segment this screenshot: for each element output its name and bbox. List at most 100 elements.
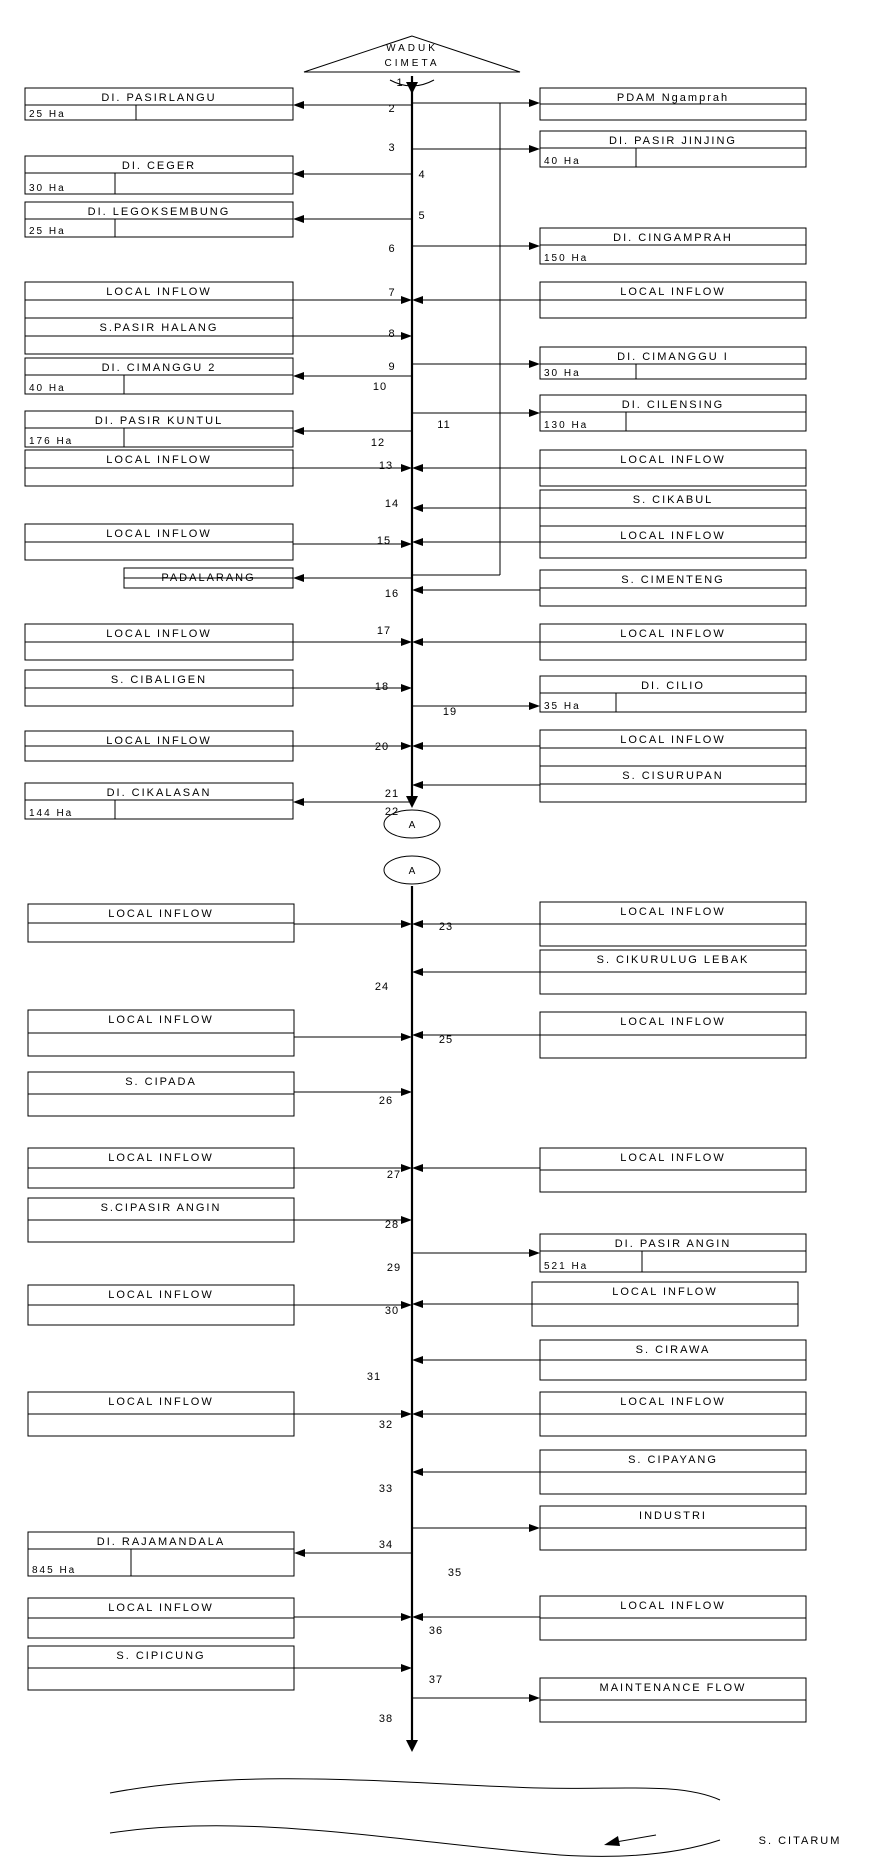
box-label: MAINTENANCE FLOW xyxy=(600,1682,747,1694)
box-area: 845 Ha xyxy=(32,1565,76,1576)
reservoir-triangle xyxy=(303,35,521,73)
box-label: S. CIMENTENG xyxy=(621,574,724,586)
node-box-local-inflow: LOCAL INFLOW xyxy=(539,525,807,559)
reservoir-name-line-1: WADUK xyxy=(386,43,438,54)
box-label: DI. CILENSING xyxy=(622,399,724,411)
node-number: 4 xyxy=(418,169,425,181)
link-arrowhead xyxy=(412,742,423,750)
node-number: 27 xyxy=(387,1169,401,1181)
node-box-local-inflow: LOCAL INFLOW xyxy=(539,1391,807,1437)
node-box-local-inflow: LOCAL INFLOW xyxy=(539,449,807,487)
box-label: LOCAL INFLOW xyxy=(108,1152,214,1164)
river-name: S. CITARUM xyxy=(759,1835,842,1847)
box-frame xyxy=(24,155,294,195)
node-number: 10 xyxy=(373,381,387,393)
link-arrowhead xyxy=(412,464,423,472)
node-box-local-inflow: LOCAL INFLOW xyxy=(531,1281,799,1327)
box-frame xyxy=(27,1531,295,1577)
box-frame xyxy=(24,87,294,121)
node-box-local-inflow: LOCAL INFLOW xyxy=(27,903,295,943)
box-label: LOCAL INFLOW xyxy=(612,1286,718,1298)
box-label: LOCAL INFLOW xyxy=(620,454,726,466)
node-box-local-inflow: LOCAL INFLOW xyxy=(24,623,294,661)
box-label: DI. PASIR KUNTUL xyxy=(95,415,223,427)
link-arrowhead xyxy=(412,1410,423,1418)
node-number: 5 xyxy=(418,210,425,222)
box-frame xyxy=(24,410,294,448)
box-label: LOCAL INFLOW xyxy=(108,1014,214,1026)
node-number: 3 xyxy=(388,142,395,154)
link-arrowhead xyxy=(401,684,412,692)
box-label: PDAM Ngamprah xyxy=(617,92,729,104)
link-arrowhead xyxy=(412,968,423,976)
node-number: 35 xyxy=(448,1567,462,1579)
box-label: DI. PASIRLANGU xyxy=(101,92,216,104)
node-box-di-cimanggu-2: DI. CIMANGGU 240 Ha xyxy=(24,357,294,395)
node-number: 21 xyxy=(385,788,399,800)
node-number: 8 xyxy=(388,328,395,340)
node-box-s-pasir-halang: S.PASIR HALANG xyxy=(24,317,294,355)
box-label: S. CIKURULUG LEBAK xyxy=(597,954,750,966)
node-box-s-cipasir-angin: S.CIPASIR ANGIN xyxy=(27,1197,295,1243)
link-arrowhead xyxy=(401,742,412,750)
link-arrowhead xyxy=(293,427,304,435)
node-number: 33 xyxy=(379,1483,393,1495)
node-number: 16 xyxy=(385,588,399,600)
box-label: PADALARANG xyxy=(161,572,255,584)
node-box-local-inflow: LOCAL INFLOW xyxy=(27,1391,295,1437)
node-number: 20 xyxy=(375,741,389,753)
link-arrowhead xyxy=(401,296,412,304)
link-arrowhead xyxy=(401,540,412,548)
node-number: 22 xyxy=(385,806,399,818)
node-number: 25 xyxy=(439,1034,453,1046)
box-label: LOCAL INFLOW xyxy=(106,528,212,540)
box-label: S. CISURUPAN xyxy=(622,770,723,782)
box-frame xyxy=(539,675,807,713)
link-arrowhead xyxy=(412,1164,423,1172)
node-box-local-inflow: LOCAL INFLOW xyxy=(27,1009,295,1057)
link-arrowhead xyxy=(401,1164,412,1172)
link-arrowhead xyxy=(529,242,540,250)
link-arrowhead xyxy=(529,145,540,153)
link-arrowhead xyxy=(293,215,304,223)
link-arrowhead xyxy=(412,586,423,594)
link-arrowhead xyxy=(412,781,423,789)
box-area: 30 Ha xyxy=(29,183,66,194)
box-label: LOCAL INFLOW xyxy=(620,530,726,542)
node-box-local-inflow: LOCAL INFLOW xyxy=(539,623,807,661)
node-number: 28 xyxy=(385,1219,399,1231)
node-number: 37 xyxy=(429,1674,443,1686)
river-bank-lower xyxy=(109,1825,721,1857)
link-arrowhead xyxy=(293,170,304,178)
node-number: 36 xyxy=(429,1625,443,1637)
link-arrowhead xyxy=(412,638,423,646)
connector-label: A xyxy=(409,866,416,877)
box-label: LOCAL INFLOW xyxy=(620,286,726,298)
node-number: 6 xyxy=(388,243,395,255)
outlet-arrowhead xyxy=(406,82,418,94)
node-number: 38 xyxy=(379,1713,393,1725)
node-number: 13 xyxy=(379,460,393,472)
link-arrowhead xyxy=(412,1468,423,1476)
box-label: LOCAL INFLOW xyxy=(620,628,726,640)
node-box-s-cikurulug-lebak: S. CIKURULUG LEBAK xyxy=(539,949,807,995)
box-label: S. CIKABUL xyxy=(633,494,714,506)
node-number: 24 xyxy=(375,981,389,993)
box-label: LOCAL INFLOW xyxy=(620,1016,726,1028)
node-box-s-cipayang: S. CIPAYANG xyxy=(539,1449,807,1495)
node-box-local-inflow: LOCAL INFLOW xyxy=(27,1147,295,1189)
box-label: LOCAL INFLOW xyxy=(620,906,726,918)
river-bank-upper xyxy=(109,1778,721,1801)
link-arrowhead xyxy=(401,638,412,646)
node-box-local-inflow: LOCAL INFLOW xyxy=(539,1595,807,1641)
node-box-local-inflow: LOCAL INFLOW xyxy=(539,1011,807,1059)
box-area: 25 Ha xyxy=(29,226,66,237)
box-label: S. CIPADA xyxy=(125,1076,197,1088)
